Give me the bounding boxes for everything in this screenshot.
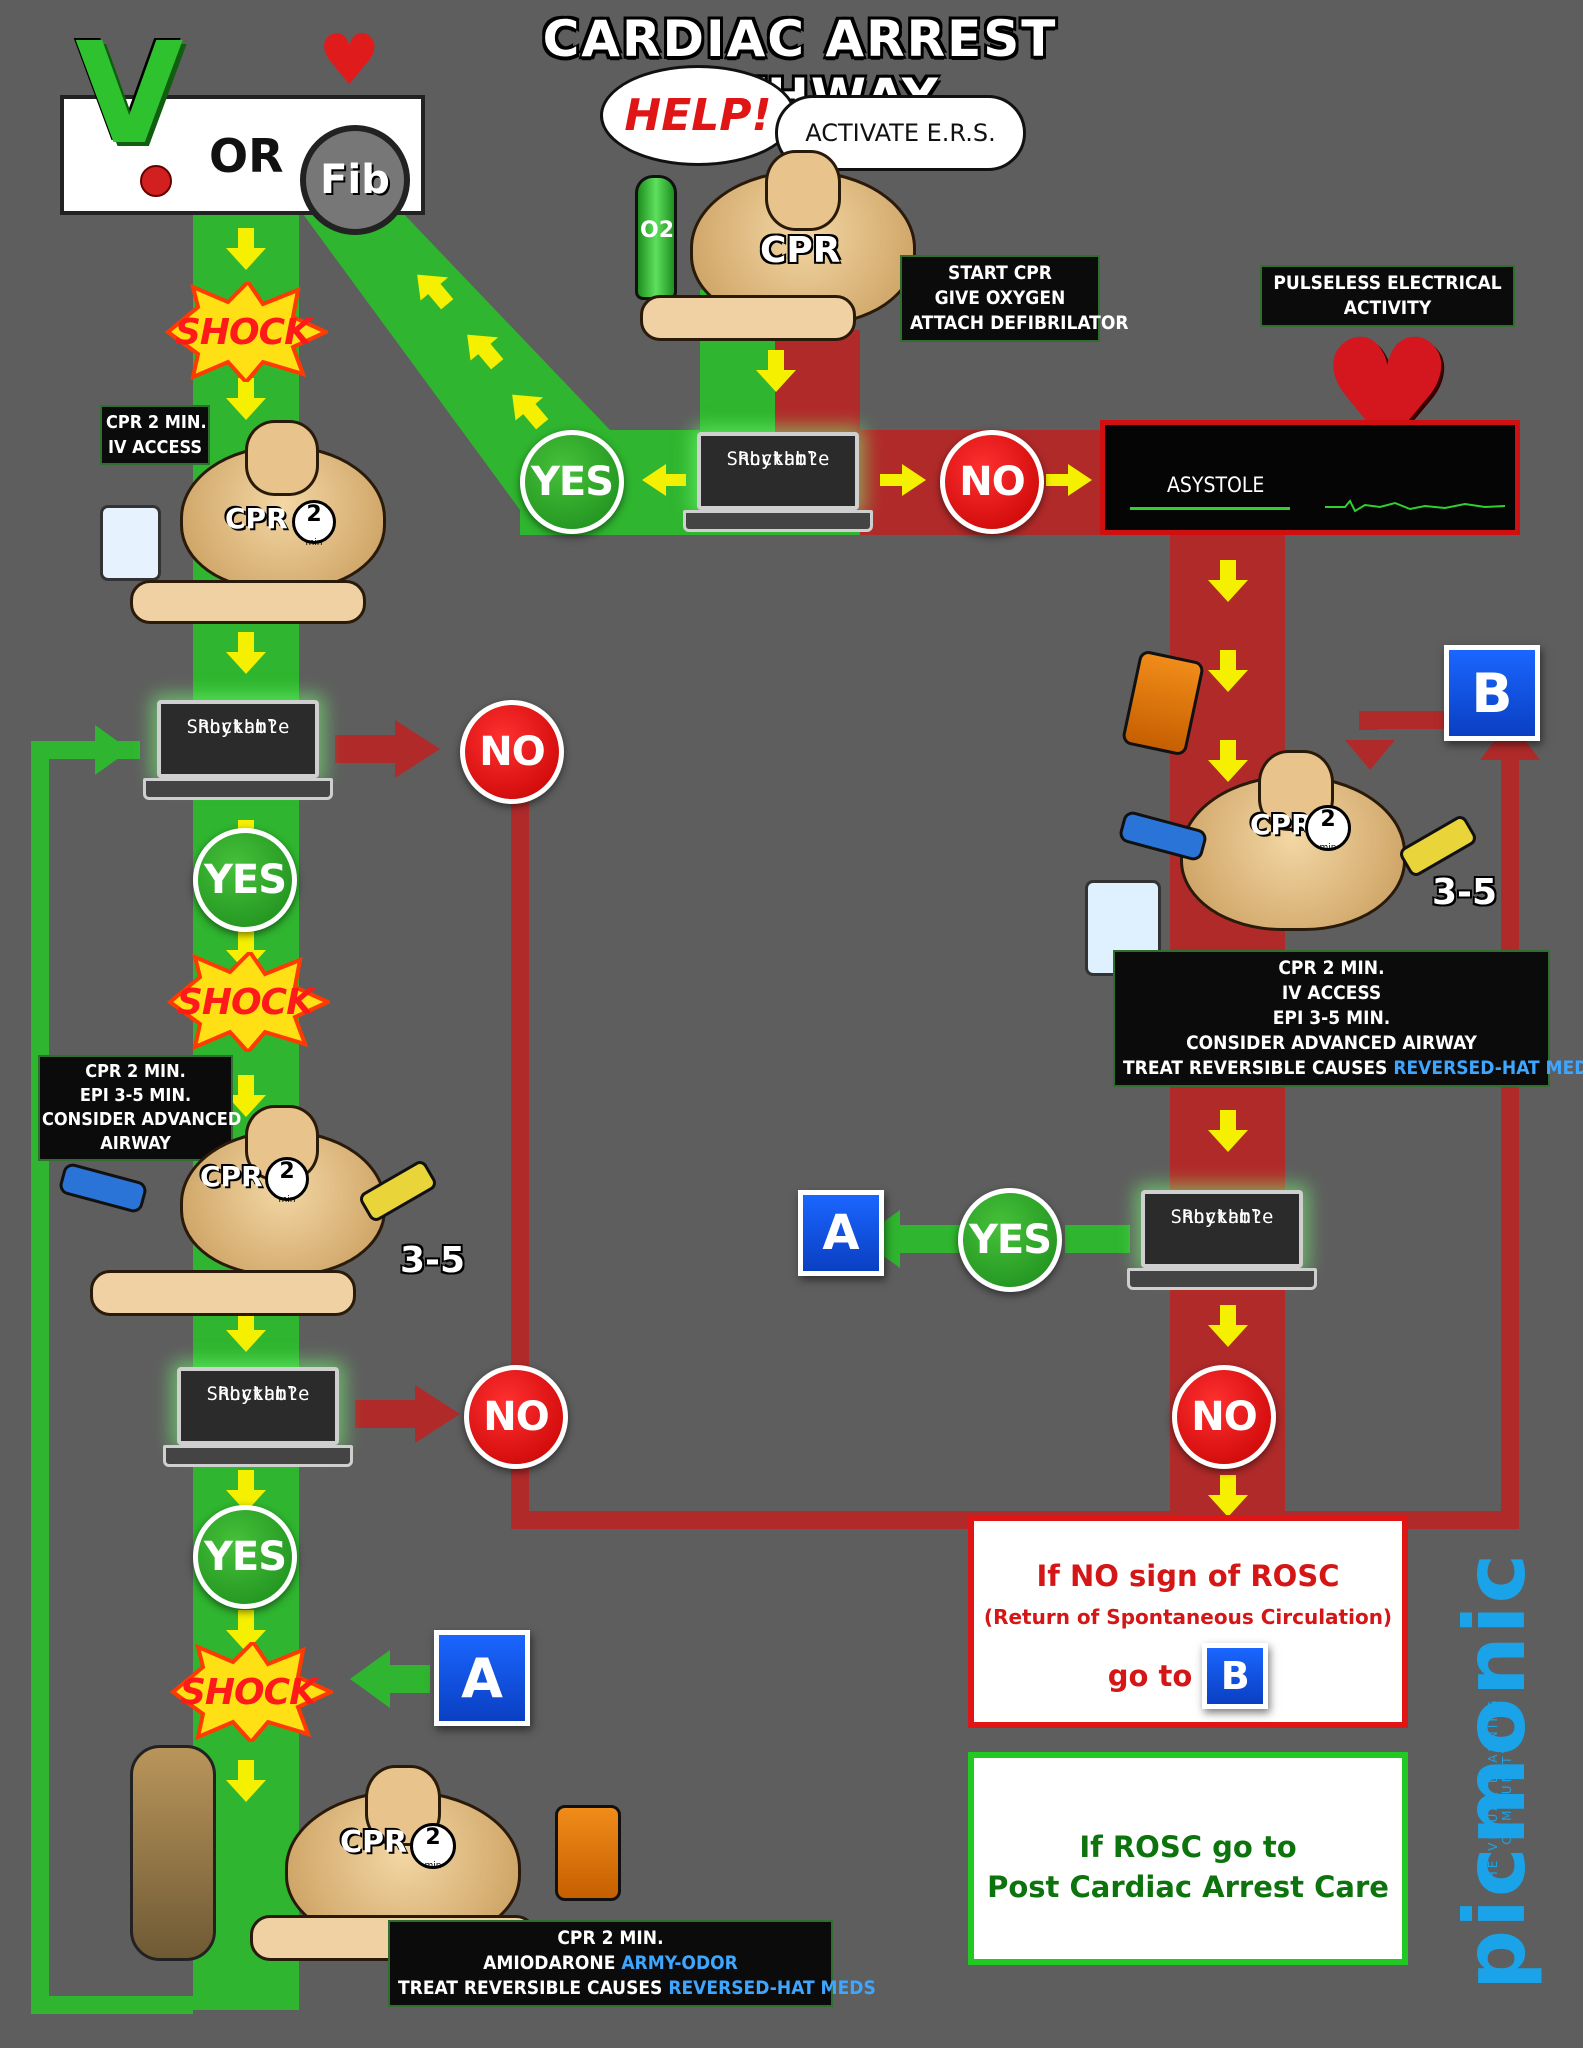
or-text: OR [209, 129, 284, 183]
start-cpr-box: START CPR GIVE OXYGEN ATTACH DEFIBRILATO… [900, 255, 1129, 342]
box-a-right: A [798, 1190, 884, 1276]
patient-figure-2 [130, 580, 366, 624]
shock-burst-3: SHOCK [163, 1638, 336, 1746]
yes-circle-left-1: YES [193, 828, 297, 932]
asystole-box: ASYSTOLE [1100, 420, 1520, 535]
box-b-in-rosc: B [1202, 1643, 1269, 1709]
pin-icon [140, 165, 172, 197]
no-rosc-line1: If NO sign of ROSC [1036, 1559, 1340, 1593]
no-rosc-line2: (Return of Spontaneous Circulation) [983, 1605, 1393, 1629]
no-circle-right: NO [1172, 1365, 1276, 1469]
no-rosc-box: If NO sign of ROSC (Return of Spontaneou… [968, 1515, 1408, 1728]
yes-circle-top: YES [520, 430, 624, 534]
vfib-box: OR [60, 95, 425, 215]
soldier-figure [130, 1745, 216, 1961]
oxygen-tank-icon: O2 [635, 175, 677, 300]
cpr-iv-access-box: CPR 2 MIN. IV ACCESS [100, 405, 210, 465]
shock-burst-1: SHOCK [158, 278, 331, 386]
no-circle-top: NO [940, 430, 1044, 534]
pea-label: PULSELESS ELECTRICAL ACTIVITY [1260, 265, 1515, 327]
no-circle-left-2: NO [464, 1365, 568, 1469]
heart-icon: ♥ [318, 19, 381, 101]
patient-figure-3 [90, 1270, 356, 1316]
shock-burst-2: SHOCK [160, 948, 333, 1056]
asystole-label: ASYSTOLE [1167, 473, 1265, 497]
pill-bottle-hat-icon [555, 1805, 621, 1901]
hands-3-5-left: 3-5 [400, 1240, 466, 1281]
yellow-arrows [226, 228, 1248, 1802]
fib-text: Fib [320, 157, 390, 203]
yes-circle-left-2: YES [193, 1505, 297, 1609]
yes-circle-right: YES [958, 1188, 1062, 1292]
rosc-line2: Post Cardiac Arrest Care [987, 1870, 1389, 1904]
box-b-right: B [1444, 645, 1540, 741]
right-cpr-epi-box: CPR 2 MIN. IV ACCESS EPI 3-5 MIN. CONSID… [1113, 950, 1583, 1087]
no-circle-left-1: NO [460, 700, 564, 804]
alarm-clock-icon: Fib [300, 125, 410, 235]
amiodarone-box: CPR 2 MIN. AMIODARONE ARMY-ODOR TREAT RE… [388, 1920, 876, 2007]
help-bubble: HELP! [600, 65, 796, 166]
rosc-line1: If ROSC go to [1079, 1830, 1297, 1864]
box-a-left: A [434, 1630, 530, 1726]
picmonic-logo: picmonic THE VISUAL LEARNING COMMUNITY [1446, 1551, 1544, 1990]
no-rosc-goto: go to [1107, 1659, 1193, 1693]
rosc-box: If ROSC go to Post Cardiac Arrest Care [968, 1752, 1408, 1965]
hands-3-5-right: 3-5 [1432, 872, 1498, 913]
iv-bag-icon [100, 505, 161, 581]
patient-figure [640, 295, 856, 341]
ecg-trace [1325, 499, 1505, 513]
flatline [1130, 507, 1290, 510]
cpr-epi-airway-box: CPR 2 MIN. EPI 3-5 MIN. CONSIDER ADVANCE… [38, 1055, 241, 1161]
cpr-chest-text: CPR [760, 230, 841, 271]
green-loop-line [31, 741, 193, 2014]
big-v-letter: V [75, 13, 184, 176]
